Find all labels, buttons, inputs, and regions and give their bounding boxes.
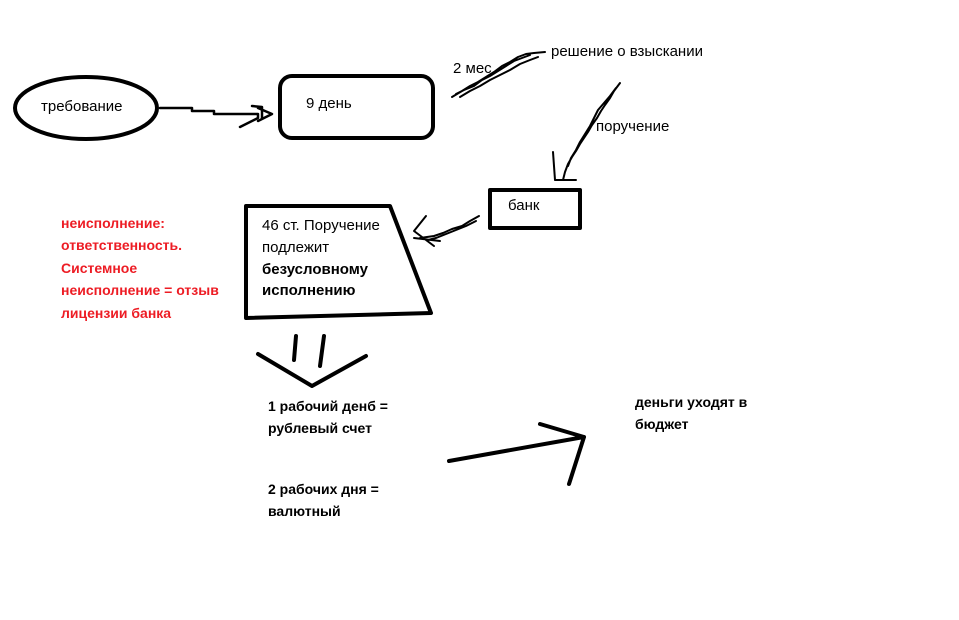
article-trapezoid (244, 204, 433, 320)
two-months-label: 2 мес (453, 60, 492, 77)
arrow-bank-to-article (413, 215, 480, 247)
arrow-day9-to-decision (451, 51, 546, 98)
day9-box (278, 74, 435, 140)
arrow-demand-to-day9 (158, 104, 274, 129)
liability-note: неисполнение: ответственность. Системное… (61, 212, 219, 324)
demand-label: требование (41, 98, 123, 115)
arrow-decision-to-bank (552, 82, 621, 181)
rub-account-line-2: рублевый счет (268, 419, 373, 436)
decision-label: решение о взыскании (551, 43, 703, 60)
budget-note: деньги уходят в бюджет (635, 392, 747, 435)
bank-box (488, 188, 582, 230)
order-label: поручение (596, 118, 670, 135)
article-text: 46 ст. Поручение подлежит безусловному и… (262, 215, 380, 302)
arrow-to-budget (447, 422, 586, 486)
fx-account-note: 2 рабочих дня = валютный (268, 479, 379, 522)
liability-line-4: неисполнение = отзыв (61, 282, 219, 299)
rub-account-line-1: 1 рабочий денб = (268, 398, 388, 414)
budget-line-1: деньги уходят в (635, 394, 748, 410)
liability-line-3: Системное (61, 259, 138, 276)
liability-line-2: ответственность. (61, 237, 183, 254)
bank-label: банк (508, 197, 540, 214)
budget-line-2: бюджет (635, 415, 689, 432)
article-line-2: подлежит (262, 238, 330, 256)
article-line-1: 46 ст. Поручение (262, 217, 380, 234)
rub-account-note: 1 рабочий денб = рублевый счет (268, 396, 388, 439)
down-strokes (292, 334, 326, 368)
day9-label: 9 день (306, 95, 352, 112)
article-line-3: безусловному (262, 260, 368, 278)
fx-account-line-2: валютный (268, 502, 341, 519)
article-line-4: исполнению (262, 282, 356, 300)
fx-account-line-1: 2 рабочих дня = (268, 481, 379, 497)
down-chevron (256, 352, 368, 388)
liability-line-5: лицензии банка (61, 304, 172, 321)
demand-ellipse (13, 75, 159, 141)
liability-line-1: неисполнение: (61, 215, 165, 231)
